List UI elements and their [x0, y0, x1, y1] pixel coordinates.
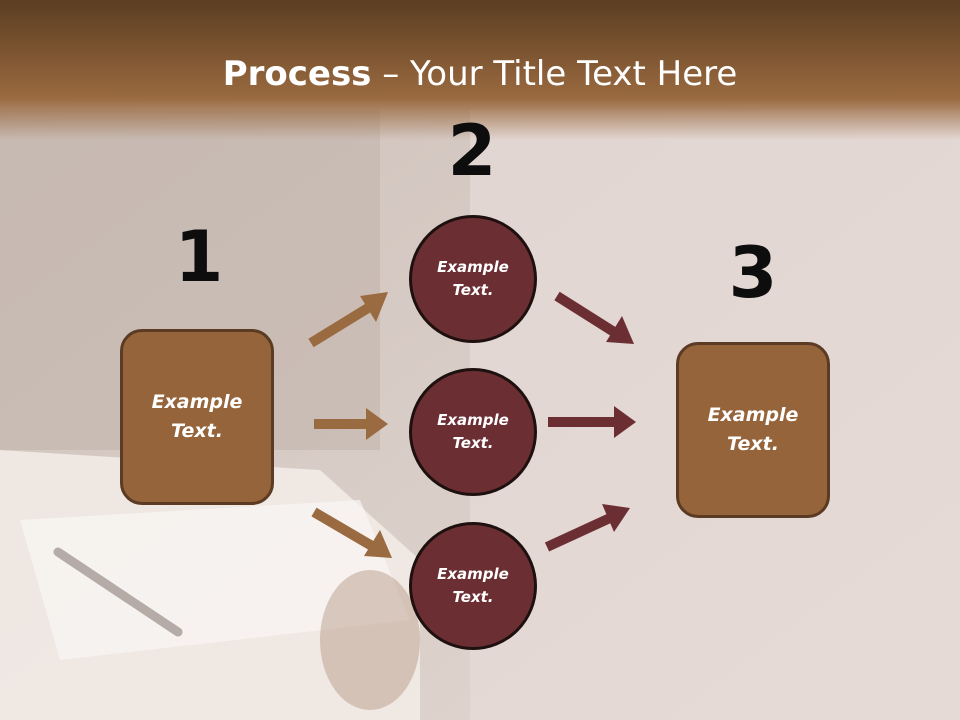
step-number-3: 3 — [728, 232, 778, 314]
step-1-line1: Example — [151, 391, 243, 413]
title-bold: Process — [222, 54, 372, 94]
title-bar — [0, 0, 960, 140]
arrow-left-down — [311, 507, 392, 558]
circle-middle-line1: Example — [437, 411, 509, 429]
step-3-line1: Example — [707, 404, 799, 426]
arrow-right-up — [544, 504, 630, 552]
circle-top-line1: Example — [437, 258, 509, 276]
step-3-line2: Text. — [727, 433, 779, 455]
circle-bottom-line2: Text. — [452, 588, 494, 606]
slide-title: Process – Your Title Text Here — [0, 52, 960, 96]
arrow-left-up — [308, 292, 388, 348]
step-number-2: 2 — [447, 110, 497, 192]
arrow-left-middle — [314, 408, 388, 440]
arrow-right-middle — [548, 406, 636, 438]
circle-middle-line2: Text. — [452, 434, 494, 452]
step-number-1: 1 — [174, 216, 224, 298]
title-rest: – Your Title Text Here — [371, 54, 738, 94]
arrow-right-down — [554, 291, 634, 344]
circle-bottom-line1: Example — [437, 565, 509, 583]
circle-top-line2: Text. — [452, 281, 494, 299]
step-1-line2: Text. — [171, 420, 223, 442]
